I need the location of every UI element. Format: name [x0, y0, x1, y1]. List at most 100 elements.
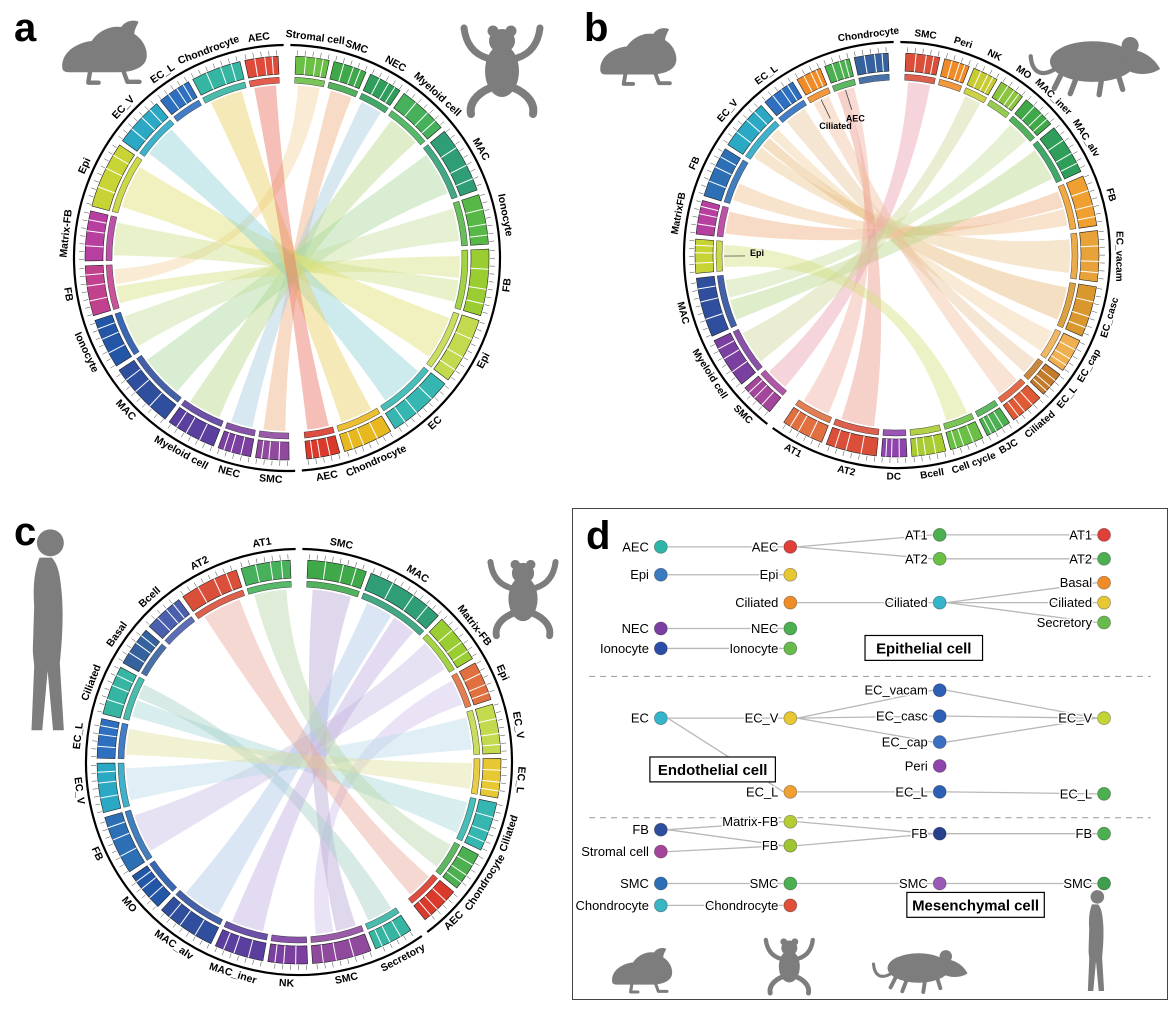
sector-band [783, 406, 829, 443]
chord-ribbon [114, 85, 320, 285]
axis-tick [1022, 91, 1026, 96]
axis-tick [694, 208, 700, 210]
band-separator [339, 564, 344, 583]
axis-tick [85, 306, 91, 309]
cell-type-node [653, 898, 668, 913]
sector-band [703, 148, 741, 202]
band-separator [89, 296, 108, 302]
axis-tick [315, 458, 317, 464]
chord-ribbon [138, 684, 392, 921]
axis-tick [389, 432, 393, 438]
axis-tick [327, 54, 330, 60]
axis-tick [1050, 118, 1055, 123]
sector-inner-ring [111, 156, 143, 214]
outer-circle-arc [772, 40, 1112, 470]
band-separator [451, 864, 467, 876]
chord-ribbon [837, 89, 882, 427]
axis-tick [235, 56, 238, 62]
axis-tick [726, 371, 731, 375]
axis-tick [444, 385, 449, 389]
sector-band [428, 618, 473, 669]
chord-ribbon [204, 599, 429, 895]
axis-tick [780, 82, 785, 87]
axis-tick [92, 740, 98, 742]
band-separator [149, 392, 163, 407]
axis-tick [831, 57, 834, 63]
band-separator [1012, 397, 1025, 412]
axis-tick [240, 455, 242, 461]
axis-tick [466, 876, 472, 880]
axis-tick [721, 364, 727, 368]
cell-type-node [653, 711, 668, 726]
axis-tick [120, 380, 126, 384]
cell-type-node [1097, 595, 1111, 610]
sector-inner-ring [164, 616, 196, 645]
mapping-link [946, 715, 1098, 719]
sector-inner-ring [904, 73, 936, 85]
cell-type-node [932, 759, 947, 773]
axis-tick [692, 216, 698, 218]
sector-band [880, 438, 908, 458]
sector-inner-ring [181, 399, 224, 427]
axis-tick [1033, 404, 1038, 409]
cell-type-label: Chondrocyte [705, 898, 778, 913]
sector-band [413, 879, 455, 921]
sector-inner-ring [124, 809, 153, 861]
sector-band [910, 433, 947, 457]
band-separator [1036, 374, 1051, 387]
axis-tick [1002, 77, 1006, 83]
axis-tick [741, 389, 746, 394]
axis-tick [707, 169, 712, 173]
sector-inner-ring [388, 110, 426, 146]
band-separator [319, 59, 324, 78]
axis-tick [995, 432, 999, 437]
axis-tick [1087, 325, 1092, 328]
axis-tick [495, 711, 501, 713]
axis-tick [842, 450, 845, 456]
sector-inner-ring [451, 672, 472, 709]
cell-type-node [653, 641, 668, 656]
axis-tick [417, 413, 422, 418]
mapping-link [797, 833, 933, 847]
axis-tick [138, 111, 143, 116]
band-separator [255, 564, 260, 583]
axis-tick [795, 73, 798, 79]
axis-tick [484, 209, 490, 211]
axis-tick [691, 223, 697, 226]
chord-ribbon [185, 602, 392, 915]
band-separator [708, 180, 726, 189]
cell-type-node [932, 595, 947, 610]
axis-tick [1095, 212, 1101, 215]
axis-tick [126, 644, 132, 649]
sector-band [393, 92, 442, 140]
mapping-link [797, 689, 933, 719]
axis-tick [83, 299, 89, 301]
sector-inner-ring [732, 328, 763, 371]
axis-tick [123, 871, 129, 875]
sector-inner-ring [833, 418, 880, 436]
band-separator [260, 440, 265, 459]
cell-type-label: FB [632, 822, 649, 837]
section-label: Endothelial cell [658, 762, 767, 779]
band-separator [233, 936, 241, 954]
axis-tick [354, 956, 357, 962]
sector-label: Chondrocyte [176, 33, 241, 67]
axis-tick [936, 453, 939, 459]
axis-tick [170, 85, 174, 90]
cell-type-node [932, 683, 947, 698]
axis-tick [789, 428, 793, 434]
band-separator [347, 67, 354, 85]
sector-label: EC_casc [1099, 296, 1121, 340]
cell-type-label: Basal [1060, 575, 1092, 590]
axis-tick [432, 605, 436, 610]
axis-tick [874, 456, 876, 462]
frog-top-icon [480, 550, 566, 640]
axis-tick [487, 224, 493, 227]
axis-tick [122, 651, 127, 655]
sector-inner-ring [858, 73, 890, 85]
band-separator [97, 745, 116, 749]
band-separator [325, 437, 331, 456]
axis-tick [180, 590, 184, 596]
axis-tick [1009, 81, 1013, 87]
